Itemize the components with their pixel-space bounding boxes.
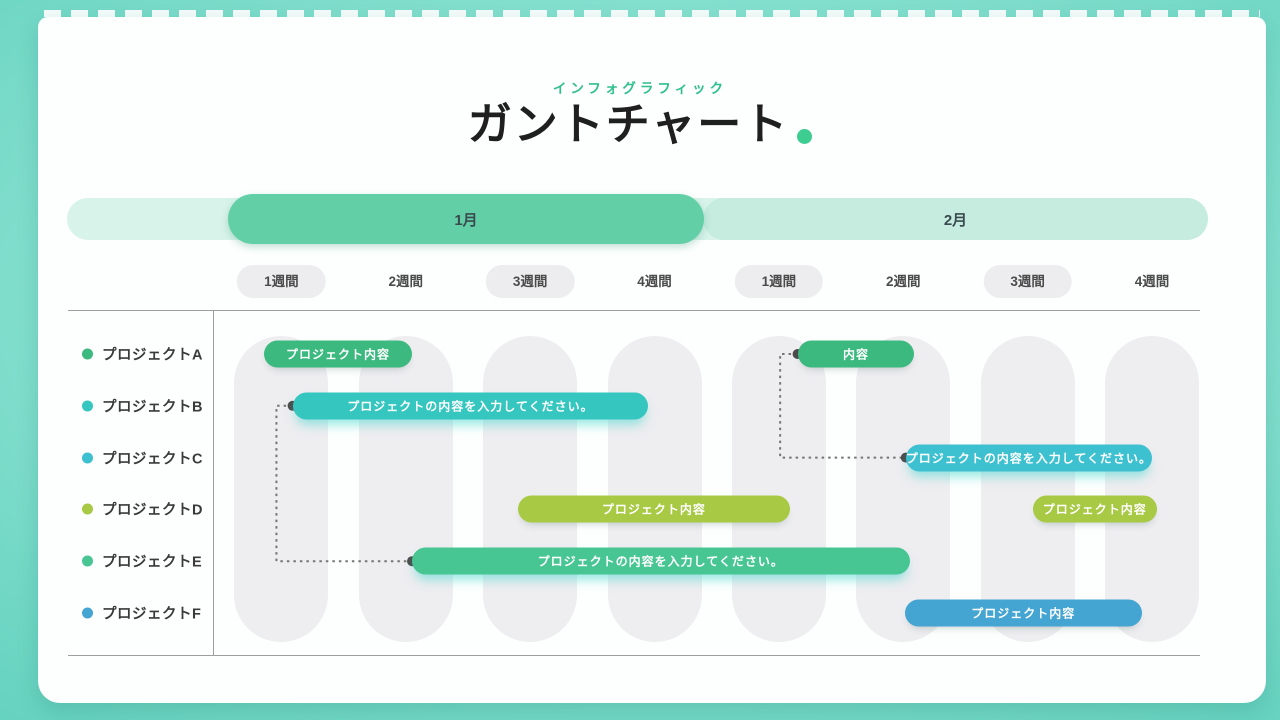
week-label-1-feb: 1週間 <box>734 265 824 298</box>
grid-column-pill-2 <box>358 336 453 642</box>
project-label-row-C: プロジェクトC <box>82 447 203 468</box>
gantt-bar-F-8[interactable]: プロジェクト内容 <box>904 599 1143 627</box>
week-label-1-jan: 1週間 <box>237 265 326 298</box>
week-label-2-jan: 2週間 <box>388 274 424 289</box>
project-label-row-F: プロジェクトF <box>82 603 201 624</box>
week-label-2-feb: 2週間 <box>886 274 921 289</box>
gantt-bar-E-7[interactable]: プロジェクトの内容を入力してください。 <box>412 547 910 575</box>
month-label-february: 2月 <box>943 211 968 229</box>
project-label-row-D: プロジェクトD <box>82 499 203 520</box>
grid-column-pill-3 <box>483 336 578 642</box>
grid-column-pill-5 <box>731 336 826 642</box>
month-pill-february: 2月 <box>703 198 1208 240</box>
grid-column-pill-1 <box>234 336 329 642</box>
project-label-row-A: プロジェクトA <box>82 344 203 365</box>
project-color-dot-B <box>82 400 93 412</box>
grid-top-divider <box>68 310 1200 311</box>
project-color-dot-E <box>82 555 93 567</box>
grid-column-pill-4 <box>607 336 702 642</box>
project-label-row-B: プロジェクトB <box>82 395 203 416</box>
page-title: ガントチャート <box>467 100 790 149</box>
month-pill-january: 1月 <box>228 194 704 244</box>
project-name-C: プロジェクトC <box>102 451 203 468</box>
project-name-B: プロジェクトB <box>102 399 203 416</box>
week-label-3-feb: 3週間 <box>983 265 1072 298</box>
project-name-E: プロジェクトE <box>102 554 203 571</box>
gantt-bar-A-1[interactable]: プロジェクト内容 <box>263 340 412 368</box>
week-label-3-jan: 3週間 <box>485 265 575 298</box>
gantt-bar-D-5[interactable]: プロジェクト内容 <box>517 495 791 523</box>
project-color-dot-A <box>82 348 93 360</box>
gantt-bar-A-3[interactable]: 内容 <box>797 340 915 368</box>
week-label-4-feb: 4週間 <box>1134 274 1170 289</box>
grid-column-pill-7 <box>980 336 1075 642</box>
label-column-divider <box>213 310 214 655</box>
project-color-dot-F <box>82 607 93 619</box>
grid-bottom-divider <box>68 655 1200 656</box>
grid-column-pill-8 <box>1105 336 1200 642</box>
project-name-A: プロジェクトA <box>102 347 203 364</box>
project-color-dot-D <box>82 503 93 515</box>
gantt-bar-C-4[interactable]: プロジェクトの内容を入力してください。 <box>906 444 1153 472</box>
week-label-4-jan: 4週間 <box>637 274 672 289</box>
timeline-month-track: 2月 1月 <box>67 194 1208 244</box>
month-label-january: 1月 <box>454 211 478 229</box>
page-title-row: ガントチャート <box>0 103 1280 147</box>
gantt-bar-B-2[interactable]: プロジェクトの内容を入力してください。 <box>292 392 649 420</box>
project-color-dot-C <box>82 452 93 464</box>
project-name-D: プロジェクトD <box>102 502 203 519</box>
title-accent-dot-icon <box>797 129 813 144</box>
project-name-F: プロジェクトF <box>102 606 202 623</box>
grid-column-pill-6 <box>856 336 951 642</box>
gantt-bar-D-6[interactable]: プロジェクト内容 <box>1032 495 1157 523</box>
project-label-row-E: プロジェクトE <box>82 551 202 572</box>
stitch-edge-decoration <box>44 10 1260 17</box>
page-subtitle: インフォグラフィック <box>552 81 728 96</box>
